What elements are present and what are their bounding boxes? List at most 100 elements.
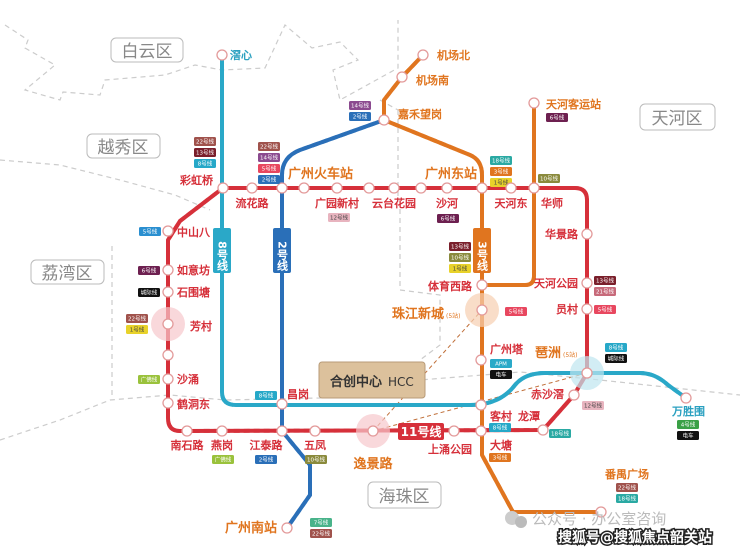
station-marker-icon[interactable] bbox=[276, 398, 288, 410]
station-marker-icon[interactable] bbox=[581, 367, 593, 379]
station-marker-icon[interactable] bbox=[281, 522, 293, 534]
station-name[interactable]: 华景路 bbox=[545, 227, 579, 241]
station-name[interactable]: 广州塔 bbox=[490, 342, 524, 356]
station-marker-icon[interactable] bbox=[162, 349, 174, 361]
station-name[interactable]: 燕岗 bbox=[211, 438, 233, 452]
station-marker-icon[interactable] bbox=[276, 182, 288, 194]
station[interactable]: 鹤洞东 bbox=[162, 397, 210, 411]
station-marker-icon[interactable] bbox=[181, 425, 193, 437]
station[interactable]: 天河东 bbox=[495, 182, 528, 210]
station-name[interactable]: 沙河 bbox=[436, 196, 458, 210]
station-marker-icon[interactable] bbox=[276, 425, 288, 437]
station-marker-icon[interactable] bbox=[162, 264, 174, 276]
station-name[interactable]: 云台花园 bbox=[372, 196, 416, 210]
hcc-landmark[interactable]: 合创中心 HCC bbox=[318, 361, 426, 399]
station-marker-icon[interactable] bbox=[216, 49, 228, 61]
station-marker-icon[interactable] bbox=[475, 354, 487, 366]
station-marker-icon[interactable] bbox=[367, 425, 379, 437]
station-name[interactable]: 上涌公园 bbox=[428, 442, 472, 456]
station-marker-icon[interactable] bbox=[581, 277, 593, 289]
station-marker-icon[interactable] bbox=[581, 303, 593, 315]
station-marker-icon[interactable] bbox=[528, 182, 540, 194]
station-name[interactable]: 南石路 bbox=[171, 438, 205, 452]
station-marker-icon[interactable] bbox=[528, 97, 540, 109]
station[interactable]: 机场南 bbox=[396, 71, 449, 87]
station-name[interactable]: 机场南 bbox=[416, 73, 449, 87]
station-marker-icon[interactable] bbox=[378, 114, 390, 126]
station-name[interactable]: 天河公园 bbox=[534, 276, 578, 290]
station-marker-icon[interactable] bbox=[162, 286, 174, 298]
station[interactable] bbox=[162, 349, 174, 361]
station-marker-icon[interactable] bbox=[309, 425, 321, 437]
station-name[interactable]: 大塘 bbox=[490, 438, 512, 452]
station-marker-icon[interactable] bbox=[476, 279, 488, 291]
station-marker-icon[interactable] bbox=[581, 228, 593, 240]
station-name[interactable]: 流花路 bbox=[236, 196, 270, 210]
station[interactable]: 上涌公园 bbox=[428, 425, 472, 456]
station-name[interactable]: 沙涌 bbox=[177, 372, 199, 386]
station-name[interactable]: 广州南站 bbox=[225, 520, 277, 536]
station-name[interactable]: 体育西路 bbox=[428, 279, 473, 293]
station-marker-icon[interactable] bbox=[476, 304, 488, 316]
station-name[interactable]: 广州东站 bbox=[425, 166, 477, 182]
station[interactable]: 机场北 bbox=[417, 48, 470, 62]
station-name[interactable]: 琶洲 bbox=[535, 345, 561, 361]
station-marker-icon[interactable] bbox=[162, 318, 174, 330]
station[interactable] bbox=[298, 182, 310, 194]
station-name[interactable]: 机场北 bbox=[437, 48, 470, 62]
station-marker-icon[interactable] bbox=[680, 392, 692, 404]
station-name[interactable]: 江泰路 bbox=[250, 438, 284, 452]
station-name[interactable]: 逸景路 bbox=[353, 456, 393, 472]
station[interactable]: 珠江新城(5站)5号线 bbox=[392, 304, 527, 322]
station-name[interactable]: 广州火车站 bbox=[288, 166, 353, 182]
station-name[interactable]: 昌岗 bbox=[287, 387, 309, 401]
station-marker-icon[interactable] bbox=[298, 182, 310, 194]
station-name[interactable]: 滘心 bbox=[230, 48, 252, 62]
station-name[interactable]: 珠江新城 bbox=[392, 306, 444, 322]
station-name[interactable]: 番禺广场 bbox=[604, 467, 649, 481]
station-marker-icon[interactable] bbox=[475, 399, 487, 411]
station-marker-icon[interactable] bbox=[363, 182, 375, 194]
station-marker-icon[interactable] bbox=[417, 49, 429, 61]
station-marker-icon[interactable] bbox=[476, 182, 488, 194]
station-name[interactable]: 天河客运站 bbox=[546, 97, 601, 111]
station-name[interactable]: 彩虹桥 bbox=[179, 173, 214, 187]
station-marker-icon[interactable] bbox=[331, 182, 343, 194]
station-name[interactable]: 中山八 bbox=[177, 225, 211, 239]
station-marker-icon[interactable] bbox=[246, 182, 258, 194]
station-marker-icon[interactable] bbox=[396, 71, 408, 83]
station-marker-icon[interactable] bbox=[162, 225, 174, 237]
station-marker-icon[interactable] bbox=[217, 182, 229, 194]
line-8[interactable] bbox=[220, 53, 688, 407]
station[interactable]: 南石路 bbox=[171, 425, 205, 452]
station-marker-icon[interactable] bbox=[537, 424, 549, 436]
station-marker-icon[interactable] bbox=[216, 425, 228, 437]
station-name[interactable]: 万胜围 bbox=[671, 404, 705, 418]
